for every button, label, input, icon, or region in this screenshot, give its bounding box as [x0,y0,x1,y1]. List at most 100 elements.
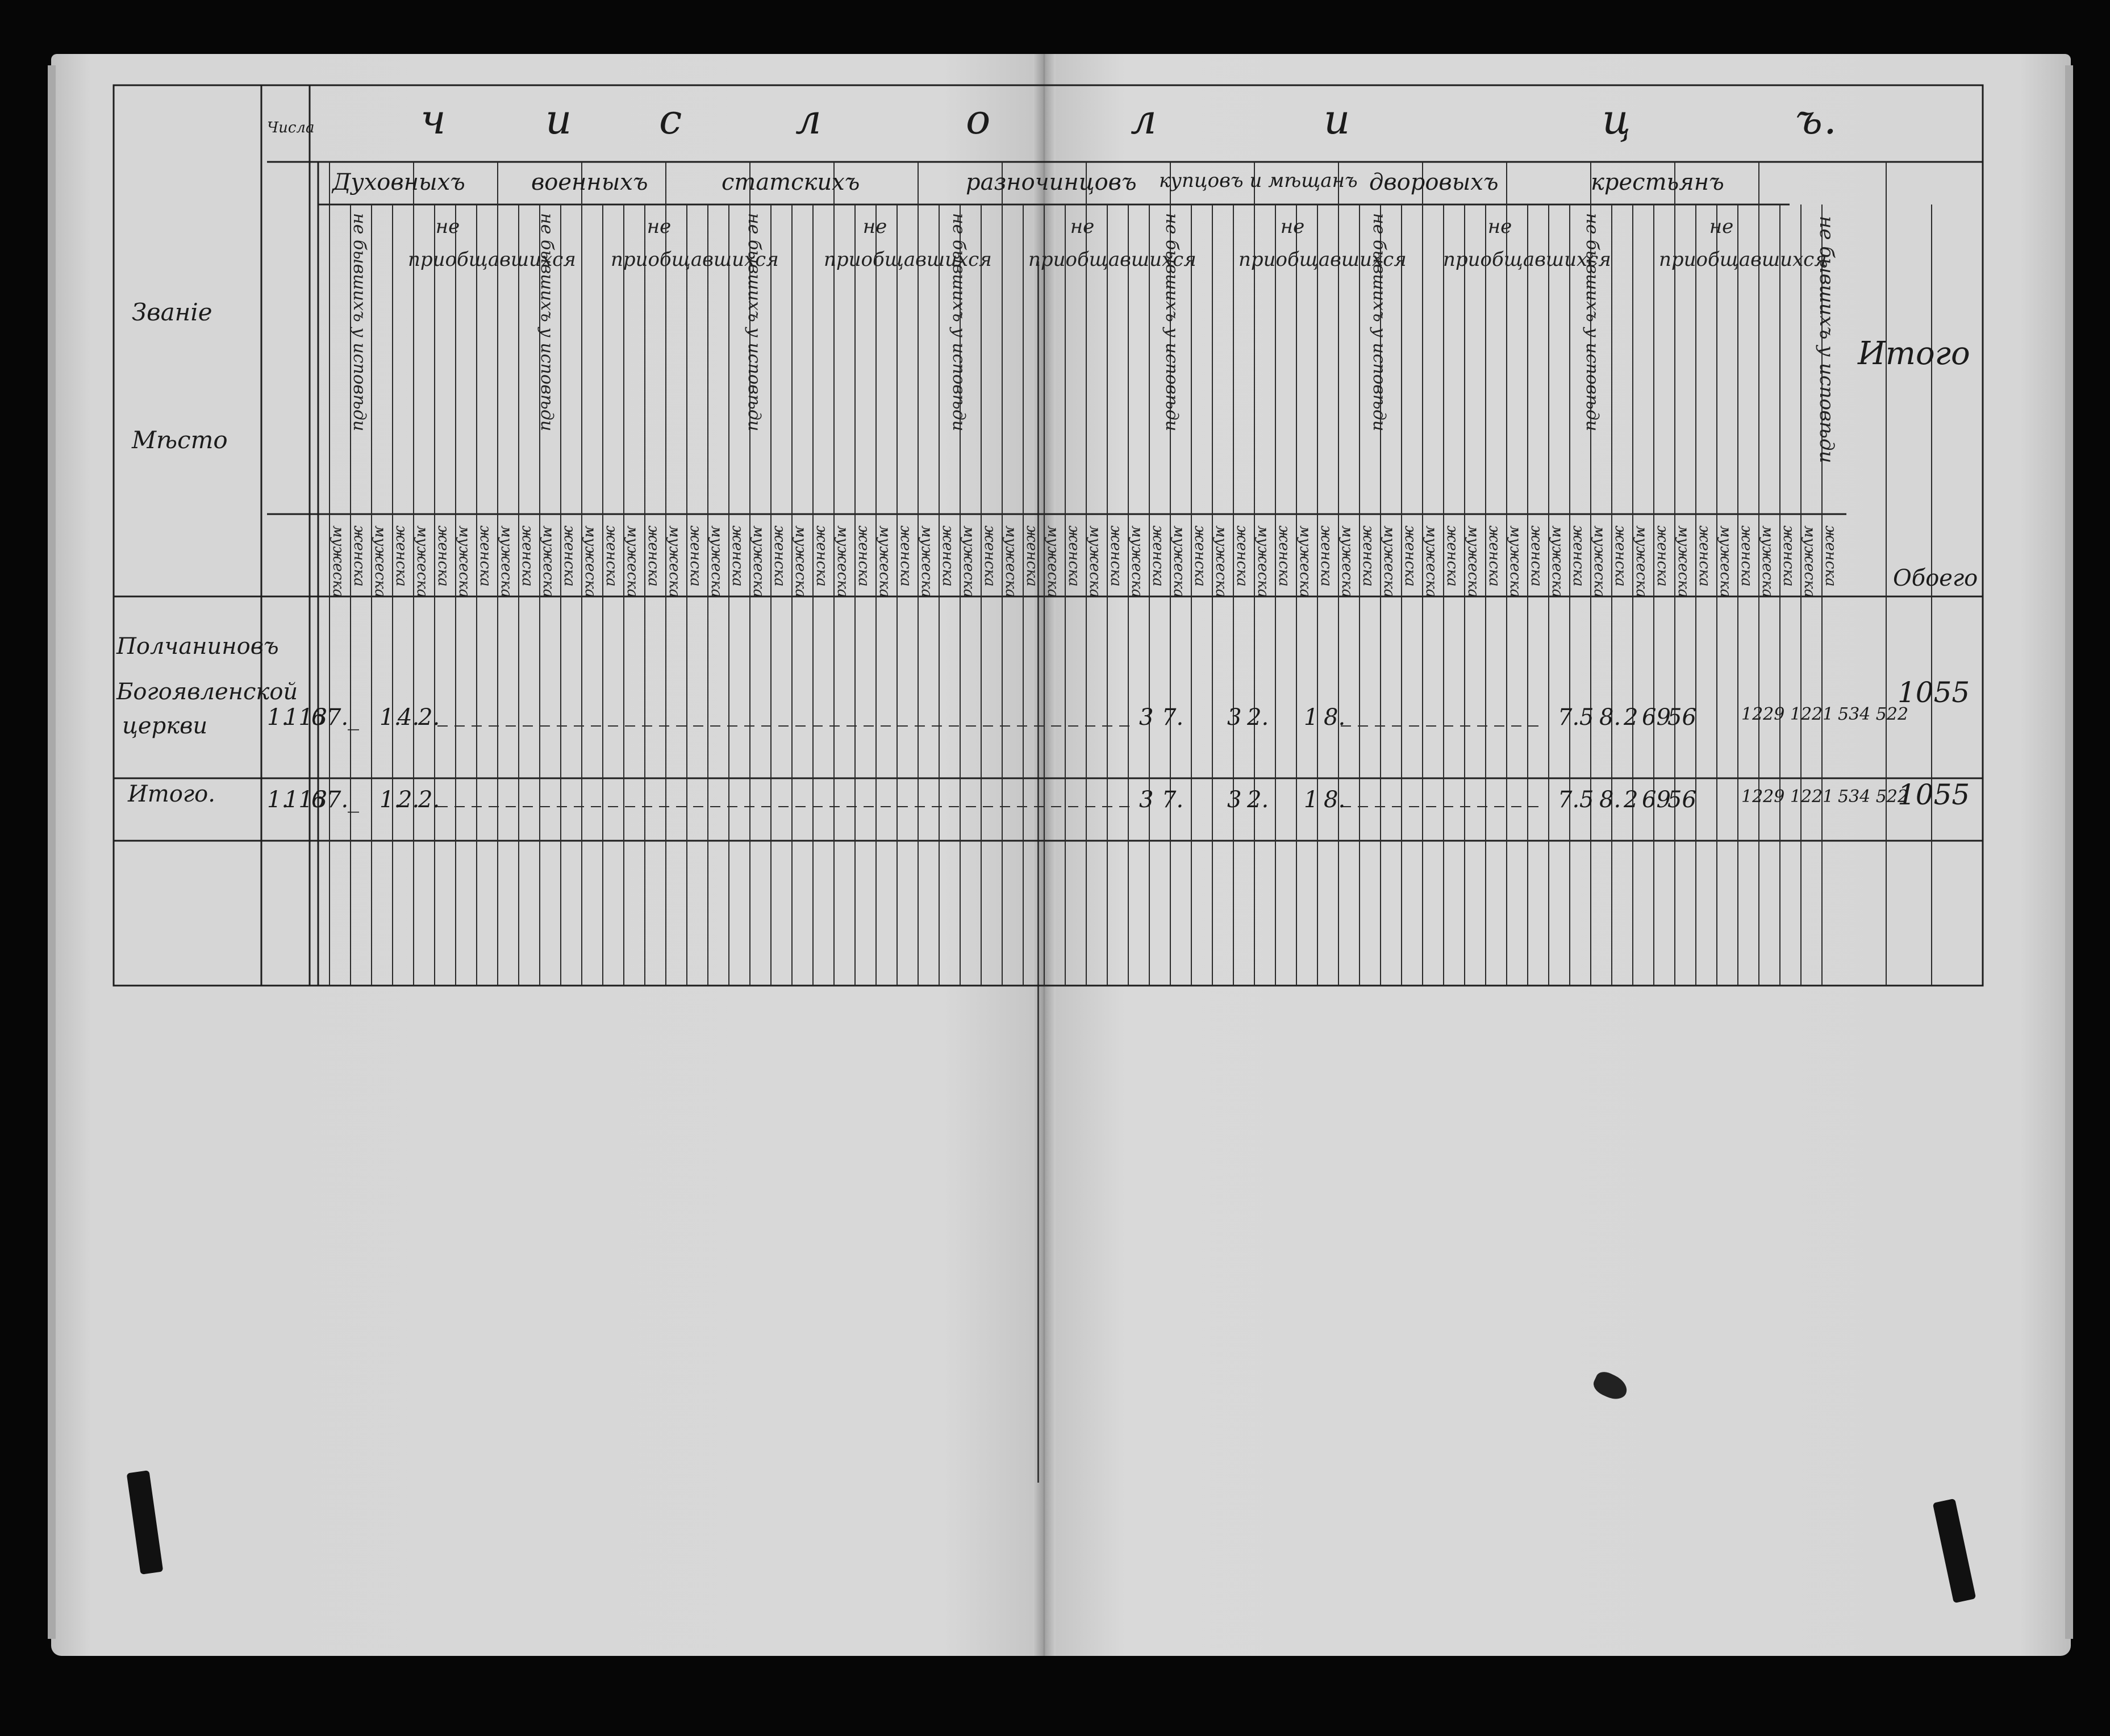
male-subheader: мужеска [876,525,893,598]
row2-totals-a: 1229 1221 [1741,787,1834,807]
row1-clergy-0: _ [348,704,359,731]
heading-letter-5: о [966,95,992,143]
heading-letter-1: ч [420,95,447,143]
female-subheader: женска [1191,525,1208,587]
male-subheader: мужеска [456,525,473,598]
heading-letter-3: с [659,95,683,143]
female-subheader: женска [1065,525,1082,587]
female-subheader: женска [1612,525,1629,587]
female-subheader: женска [1360,525,1377,587]
vert-merchants-abstained: не бывшихъ у исповѣди [1162,213,1182,432]
male-subheader: мужеска [834,525,851,598]
total-header: Итого [1858,335,1970,372]
row2-peasants-5: 56 [1667,787,1696,813]
row2-clergy-3: 2. [418,787,440,813]
right-page [1043,54,2071,1656]
female-subheader: женска [1444,525,1461,587]
row1-totals-a: 1229 1221 [1741,704,1834,724]
category-military: военныхъ [531,169,648,195]
row1-merchants-3b: 8. [1324,704,1346,731]
female-subheader: женска [1233,525,1250,587]
female-subheader: женска [1528,525,1545,587]
male-subheader: мужеска [1002,525,1019,598]
row2-merchants-1a: 3 [1139,787,1154,813]
female-subheader: женска [1654,525,1671,587]
male-subheader: мужеска [1591,525,1608,598]
row1-peasants-4: 69 [1642,704,1671,731]
right-page-edge [2065,65,2073,1639]
both-sexes-header: Обоего [1893,565,1978,591]
heading-letter-6: л [1131,95,1158,143]
row1-label-line2: Богоявленской [116,679,298,705]
vert-peasants-abstained: не бывшихъ у исповѣди [1582,213,1602,432]
subheader-household-not-partaking: не приобщавшихся [1443,215,1611,271]
subheader-peasants-not-partaking: не приобщавшихся [1659,215,1827,271]
row2-num-d: 7. [327,787,349,813]
female-subheader: женска [603,525,620,587]
female-subheader: женска [1738,525,1755,587]
row2-merchants-1b: 7. [1162,787,1184,813]
heading-letter-7: и [1324,95,1352,143]
male-subheader: мужеска [498,525,515,598]
row1-clergy-1: 1. [380,704,402,731]
male-subheader: мужеска [1254,525,1271,598]
row2-merchants-2a: 3 [1227,787,1242,813]
female-subheader: женска [1149,525,1166,587]
row1-grand-total: 1055 [1898,676,1970,709]
male-subheader: мужеска [1675,525,1692,598]
female-subheader: женска [1780,525,1797,587]
female-subheader: женска [519,525,536,587]
male-subheader: мужеска [1549,525,1566,598]
category-raznochintsy: разночинцовъ [966,169,1137,195]
row2-num-c: 6 [311,787,326,813]
male-subheader: мужеска [1044,525,1061,598]
female-subheader: женска [1402,525,1419,587]
male-subheader: мужеска [1717,525,1734,598]
female-subheader: женска [1023,525,1040,587]
row1-num-b: 113 [284,704,328,731]
binding-thread [1037,261,1039,1483]
row2-merchants-3b: 8. [1324,787,1346,813]
female-subheader: женска [1107,525,1124,587]
male-subheader: мужеска [1423,525,1440,598]
male-subheader: мужеска [1170,525,1187,598]
row2-num-a: 1. [267,787,289,813]
vert-military-abstained: не бывшихъ у исповѣди [537,213,557,432]
subheader-merchants-not-partaking: не приобщавшихся [1239,215,1407,271]
row1-num-a: 1. [267,704,289,731]
female-subheader: женска [729,525,746,587]
row2-num-b: 113 [284,787,328,813]
female-subheader: женска [939,525,956,587]
female-subheader: женска [771,525,788,587]
vert-total-abstained: не бывшихъ у исповѣди [1815,216,1838,464]
male-subheader: мужеска [1465,525,1482,598]
subheader-raznochintsy-not-partaking: не приобщавшихся [1028,215,1196,271]
male-subheader: мужеска [1633,525,1650,598]
row1-clergy-3: 2. [418,704,440,731]
left-page-edge [48,65,56,1639]
category-household: дворовыхъ [1369,169,1499,195]
male-subheader: мужеска [960,525,977,598]
male-subheader: мужеска [1296,525,1313,598]
male-subheader: мужеска [540,525,557,598]
row2-peasants-0: 7. [1558,787,1580,813]
male-subheader: мужеска [624,525,641,598]
female-subheader: женска [687,525,704,587]
row2-merchants-3a: 1 [1304,787,1319,813]
female-subheader: женска [897,525,914,587]
place-label: Мѣсто [132,426,228,454]
row1-peasants-2: 8. [1599,704,1621,731]
row1-peasants-3: 2 [1624,704,1638,731]
row2-grand-total: 1055 [1898,778,1970,811]
female-subheader: женска [477,525,494,587]
category-peasants: крестьянъ [1591,169,1724,195]
female-subheader: женска [813,525,830,587]
vert-clergy-abstained: не бывшихъ у исповѣди [349,213,369,432]
male-subheader: мужеска [708,525,725,598]
row2-clergy-1: 1. [380,787,402,813]
subheader-military-not-partaking: не приобщавшихся [611,215,779,271]
female-subheader: женска [435,525,452,587]
row1-merchants-1a: 3 [1139,704,1154,731]
female-subheader: женска [855,525,872,587]
heading-letter-8: ц [1602,95,1632,143]
